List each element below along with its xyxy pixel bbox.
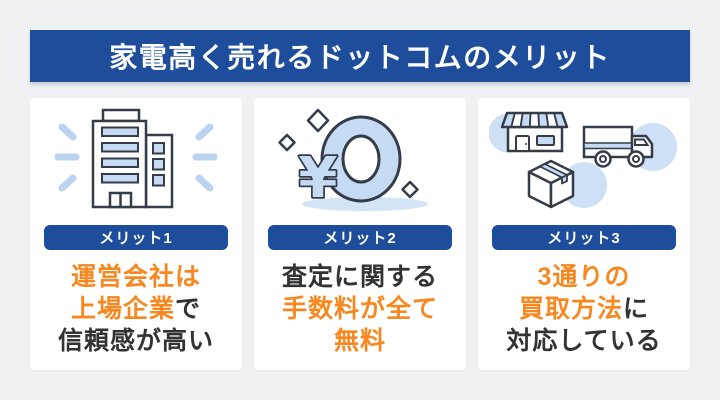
zero-digit xyxy=(320,115,402,203)
title-banner: 家電高く売れるドットコムのメリット xyxy=(30,30,690,82)
card1-illustration xyxy=(46,106,226,221)
building-windows xyxy=(101,126,165,187)
truck-wheels xyxy=(594,149,645,168)
card3-illustration xyxy=(489,106,679,221)
benefit-card-1: メリット1 運営会社は 上場企業で 信頼感が高い xyxy=(30,98,242,370)
text-line: 買取方法に xyxy=(518,295,649,323)
page-title: 家電高く売れるドットコムのメリット xyxy=(109,42,611,73)
text-line: 手数料が全て xyxy=(281,295,438,323)
benefit-cards-row: メリット1 運営会社は 上場企業で 信頼感が高い ¥ xyxy=(30,98,690,370)
merit-badge-2: メリット2 xyxy=(268,225,452,250)
text-line: 上場企業で xyxy=(70,295,201,323)
store-icon xyxy=(500,111,569,152)
merit-badge-3: メリット3 xyxy=(492,225,676,250)
yen-zero-free-icon: ¥ xyxy=(278,108,428,213)
text-line: 3通りの xyxy=(537,263,631,291)
benefit-card-3: メリット3 3通りの 買取方法に 対応している xyxy=(478,98,690,370)
store-truck-box-icon xyxy=(489,111,677,208)
card2-illustration: ¥ xyxy=(270,106,450,221)
text-line: 信頼感が高い xyxy=(57,327,214,355)
sparkles xyxy=(278,108,419,199)
text-line: 査定に関する xyxy=(281,263,438,291)
merit-badge-1: メリット1 xyxy=(44,225,228,250)
text-line: 対応している xyxy=(506,327,662,355)
shine-rays xyxy=(54,123,218,192)
benefit-card-2: ¥ メリット2 査定に関する 手数料が全て 無料 xyxy=(254,98,466,370)
yen-symbol: ¥ xyxy=(299,146,338,211)
building-door xyxy=(108,191,133,209)
card3-text: 3通りの 買取方法に 対応している xyxy=(506,261,661,357)
office-building-icon xyxy=(54,108,218,209)
card1-text: 運営会社は 上場企業で 信頼感が高い xyxy=(58,261,214,357)
ground-shadow xyxy=(302,197,428,211)
truck-icon xyxy=(582,125,654,168)
cardboard-box-icon xyxy=(527,159,575,208)
text-line: 無料 xyxy=(333,327,386,355)
text-line: 運営会社は xyxy=(70,263,201,291)
card2-text: 査定に関する 手数料が全て 無料 xyxy=(282,261,438,357)
